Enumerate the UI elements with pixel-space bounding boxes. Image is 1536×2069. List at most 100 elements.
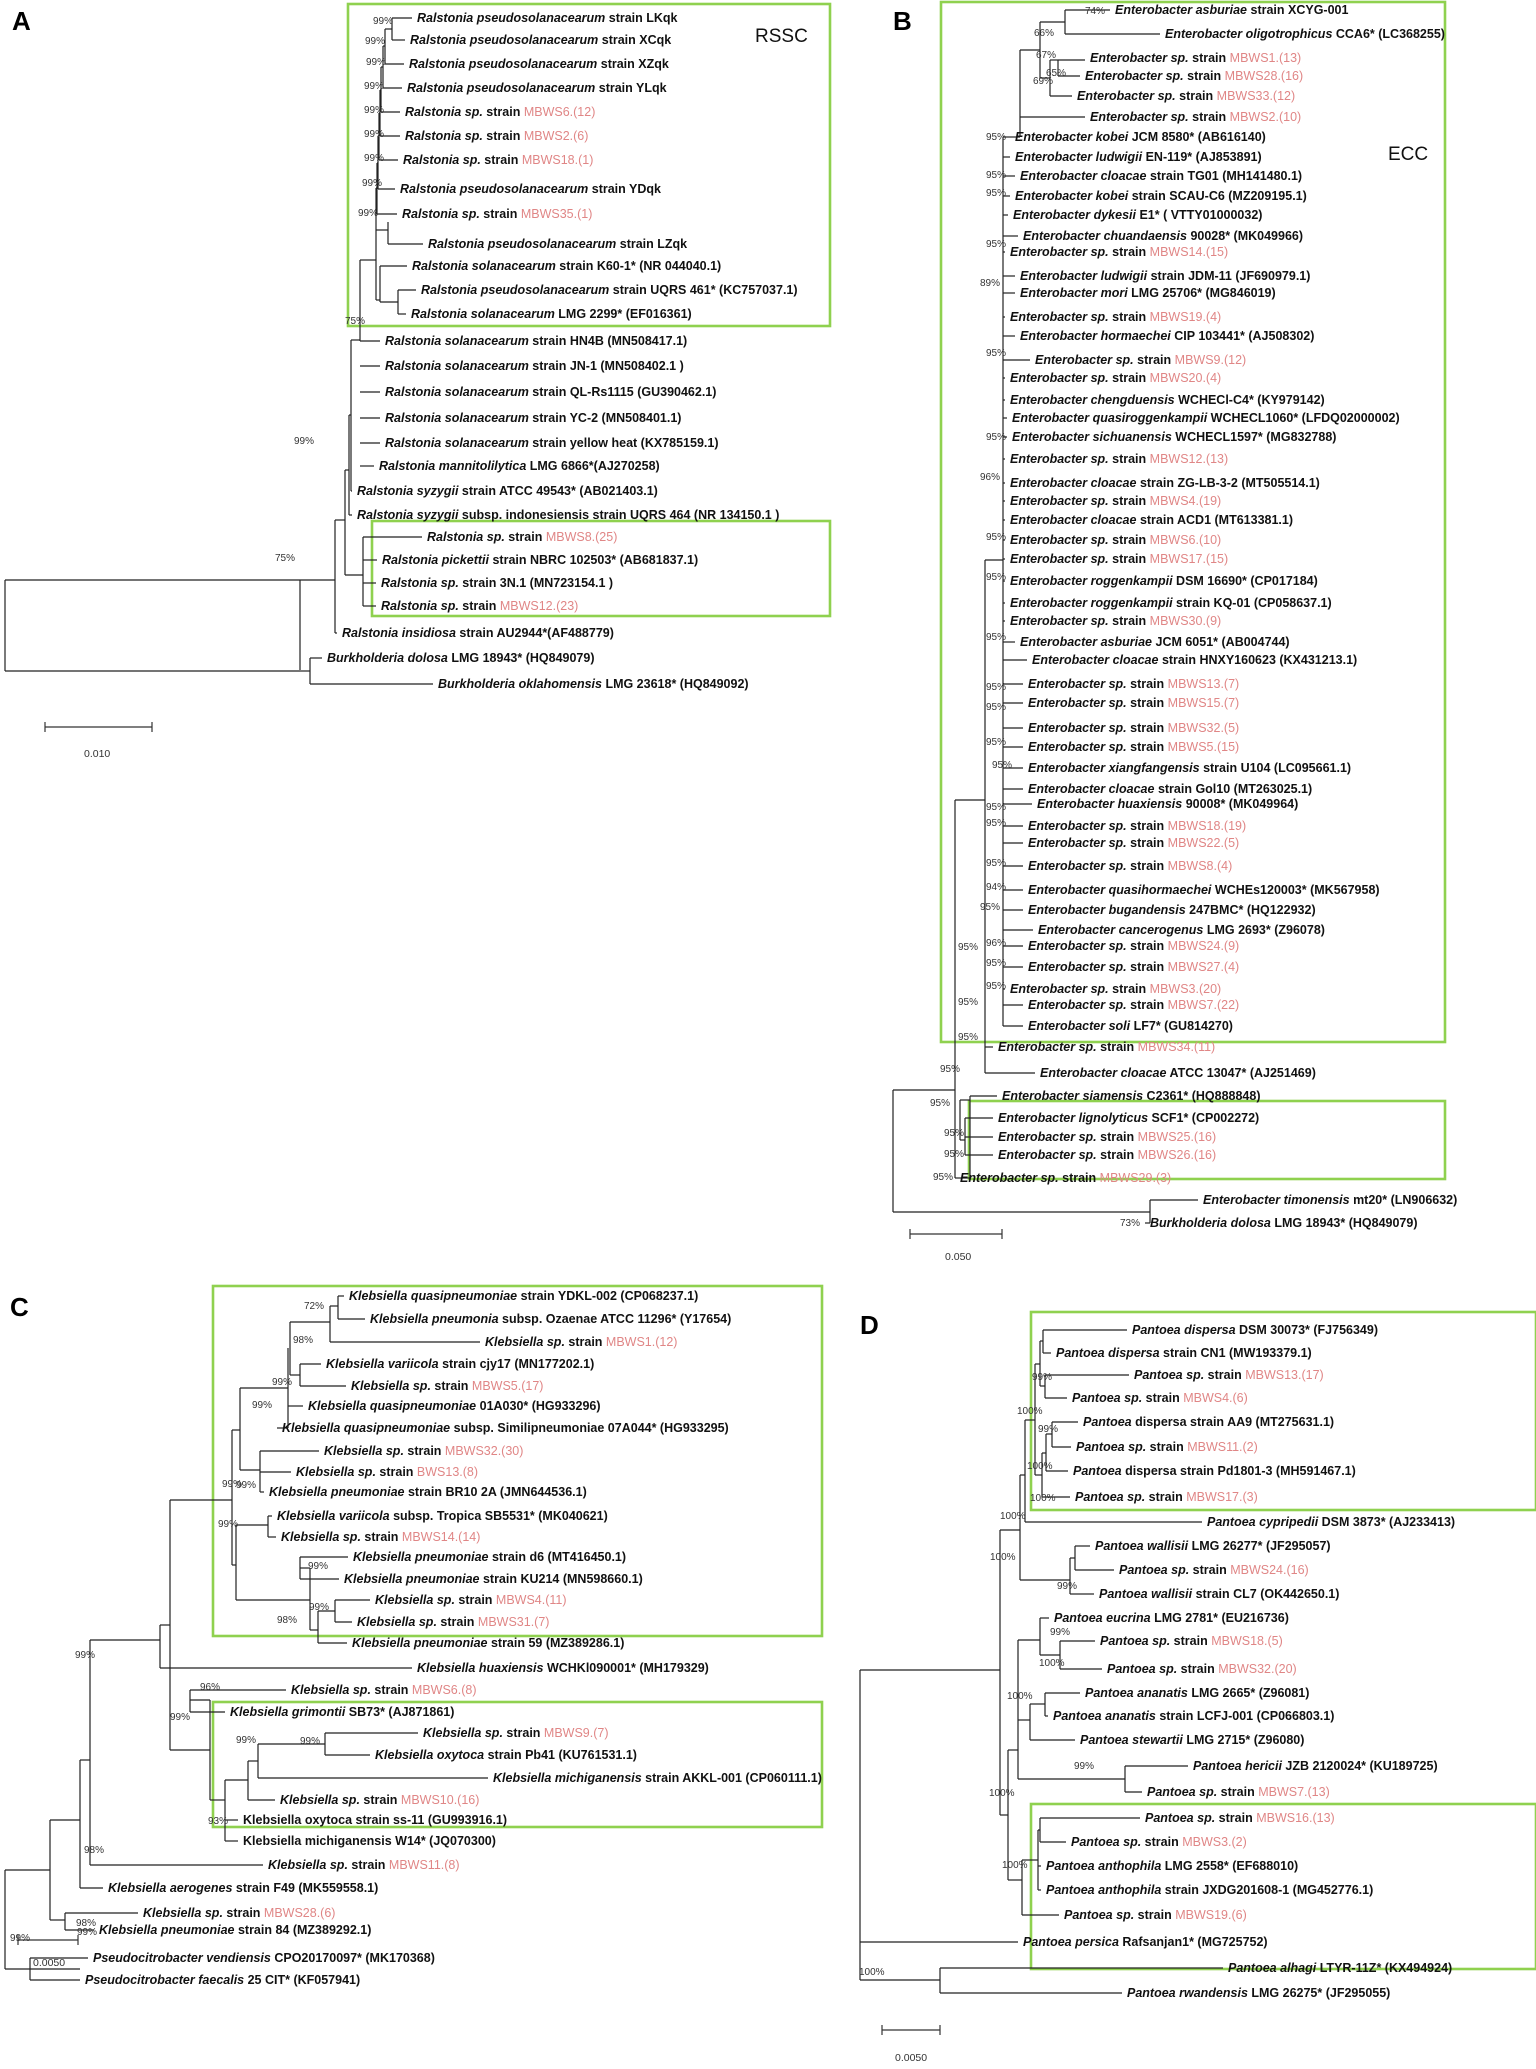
leaf-epithet: faecalis [198,1973,244,1987]
leaf-strain-text: E1* ( VTTY01000032) [1136,208,1262,222]
leaf-label-b: Enterobacter ludwigii EN-119* (AJ853891) [1015,150,1262,164]
leaf-strain-text: JCM 8580* (AB616140) [1128,130,1266,144]
leaf-epithet: wallisii [1151,1587,1193,1601]
leaf-label-b: Enterobacter sp. strain MBWS22.(5) [1028,836,1239,850]
leaf-epithet: ananatis [1105,1709,1156,1723]
leaf-label-d: Pantoea sp. strain MBWS17.(3) [1075,1490,1258,1504]
leaf-label-a: Ralstonia sp. strain MBWS12.(23) [381,599,578,613]
leaf-label-a: Ralstonia insidiosa strain AU2944*(AF488… [342,626,614,640]
bootstrap-value-c: 99% [272,1377,292,1388]
leaf-strain-text: strain ACD1 (MT613381.1) [1136,513,1293,527]
leaf-strain-text: strain [1127,939,1168,953]
bootstrap-value-c: 99% [218,1519,238,1530]
bootstrap-value-b: 95% [986,532,1006,543]
scale-label-c: 0.0050 [33,1957,65,1969]
leaf-epithet: timonensis [1284,1193,1350,1207]
leaf-label-c: Klebsiella oxytoca strain ss-11 (GU99391… [243,1813,507,1827]
bootstrap-value-b: 67% [1036,50,1056,61]
leaf-epithet: aerogenes [170,1881,233,1895]
leaf-label-c: Klebsiella sp. strain MBWS11.(8) [268,1858,460,1872]
leaf-label-b: Enterobacter soli LF7* (GU814270) [1028,1019,1233,1033]
leaf-strain-text: strain XCYG-001 [1247,3,1348,17]
bootstrap-value-d: 99% [1057,1581,1077,1592]
leaf-label-b: Enterobacter sp. strain MBWS20.(4) [1010,371,1221,385]
leaf-genus: Klebsiella [99,1923,157,1937]
leaf-label-c: Klebsiella aerogenes strain F49 (MK55955… [108,1881,378,1895]
leaf-label-d: Pantoea hericii JZB 2120024* (KU189725) [1193,1759,1438,1773]
leaf-epithet: sp. [358,1465,376,1479]
leaf-epithet: anthophila [1098,1883,1161,1897]
leaf-label-a: Ralstonia solanacearum strain HN4B (MN50… [385,334,687,348]
bootstrap-value-b: 95% [986,818,1006,829]
leaf-label-b: Enterobacter sichuanensis WCHECL1597* (M… [1012,430,1336,444]
leaf-epithet: sp. [343,1530,361,1544]
leaf-epithet: sp. [1109,836,1127,850]
leaf-genus: Enterobacter [1028,960,1106,974]
leaf-strain-text: SB73* (AJ871861) [345,1705,454,1719]
leaf-epithet: rwandensis [1179,1986,1248,2000]
leaf-epithet: sp. [353,1683,371,1697]
clade-box-pantoea-anthophila [1029,1802,1536,1971]
leaf-label-b: Enterobacter timonensis mt20* (LN906632) [1203,1193,1457,1207]
leaf-label-b: Enterobacter mori LMG 25706* (MG846019) [1020,286,1276,300]
branches-layer [4,9,1223,1994]
leaf-genus: Enterobacter [1035,353,1113,367]
leaf-epithet: cloacae [1121,1066,1167,1080]
leaf-label-d: Pantoea dispersa strain AA9 (MT275631.1) [1083,1415,1334,1429]
leaf-label-c: Klebsiella sp. strain MBWS1.(12) [485,1335,677,1349]
leaf-genus: Enterobacter [1023,229,1101,243]
leaf-genus: Enterobacter [1085,69,1163,83]
leaf-strain-text: strain [1109,494,1150,508]
leaf-epithet: sp. [1159,1662,1177,1676]
leaf-strain-text: strain KQ-01 (CP058637.1) [1173,596,1332,610]
leaf-label-d: Pantoea sp. strain MBWS11.(2) [1076,1440,1258,1454]
bootstrap-value-d: 100% [1039,1658,1065,1669]
leaf-genus: Klebsiella [291,1683,349,1697]
leaf-isolate-id: MBWS11.(2) [1187,1440,1258,1454]
bootstrap-value-c: 98% [76,1918,96,1929]
leaf-genus: Enterobacter [1090,51,1168,65]
leaf-label-a: Ralstonia solanacearum LMG 2299* (EF0163… [411,307,692,321]
leaf-label-d: Pantoea sp. strain MBWS13.(17) [1134,1368,1324,1382]
leaf-label-a: Ralstonia pseudosolanacearum strain LZqk [428,237,687,251]
bootstrap-value-b: 95% [958,1032,978,1043]
leaf-label-a: Ralstonia sp. strain MBWS8.(25) [427,530,617,544]
leaf-label-b: Enterobacter xiangfangensis strain U104 … [1028,761,1351,775]
leaf-genus: Enterobacter [1077,89,1155,103]
leaf-genus: Klebsiella [143,1906,201,1920]
leaf-epithet: alhagi [1280,1961,1317,1975]
bootstrap-value-a: 99% [294,436,314,447]
leaf-genus: Ralstonia [379,459,435,473]
leaf-genus: Klebsiella [357,1615,415,1629]
leaf-label-c: Klebsiella pneumoniae strain 59 (MZ38928… [352,1636,624,1650]
leaf-label-b: Enterobacter sp. strain MBWS7.(22) [1028,998,1239,1012]
leaf-strain-text: strain [1109,552,1150,566]
leaf-epithet: pseudosolanacearum [469,33,599,47]
leaf-epithet: sp. [1109,740,1127,754]
leaf-label-b: Enterobacter siamensis C2361* (HQ888848) [1002,1089,1261,1103]
leaf-label-c: Klebsiella sp. strain MBWS4.(11) [375,1593,567,1607]
leaf-label-a: Ralstonia pseudosolanacearum strain UQRS… [421,283,798,297]
leaf-label-b: Enterobacter bugandensis 247BMC* (HQ1229… [1028,903,1316,917]
leaf-label-a: Ralstonia syzygii subsp. indonesiensis s… [357,508,779,522]
leaf-genus: Ralstonia [417,11,473,25]
leaf-epithet: soli [1109,1019,1131,1033]
leaf-genus: Enterobacter [1020,635,1098,649]
leaf-label-b: Enterobacter sp. strain MBWS12.(13) [1010,452,1228,466]
leaf-strain-text: CIP 103441* (AJ508302) [1171,329,1315,343]
leaf-label-b: Enterobacter lignolyticus SCF1* (CP00227… [998,1111,1259,1125]
leaf-strain-text: strain [1189,110,1230,124]
leaf-strain-text: LMG 6866*(AJ270258) [526,459,659,473]
leaf-isolate-id: MBWS6.(12) [524,105,596,119]
leaf-strain-text: strain 59 (MZ389286.1) [487,1636,624,1650]
bootstrap-value-b: 95% [986,348,1006,359]
leaf-isolate-id: MBWS9.(12) [1175,353,1247,367]
leaf-epithet: solanacearum [471,307,555,321]
leaf-strain-text: strain [1204,1368,1245,1382]
leaf-isolate-id: MBWS8.(25) [546,530,618,544]
leaf-strain-text: strain d6 (MT416450.1) [488,1550,626,1564]
leaf-isolate-id: MBWS2.(6) [524,129,589,143]
leaf-genus: Ralstonia [357,508,413,522]
leaf-genus: Enterobacter [1028,939,1106,953]
leaf-strain-text: C2361* (HQ888848) [1143,1089,1260,1103]
